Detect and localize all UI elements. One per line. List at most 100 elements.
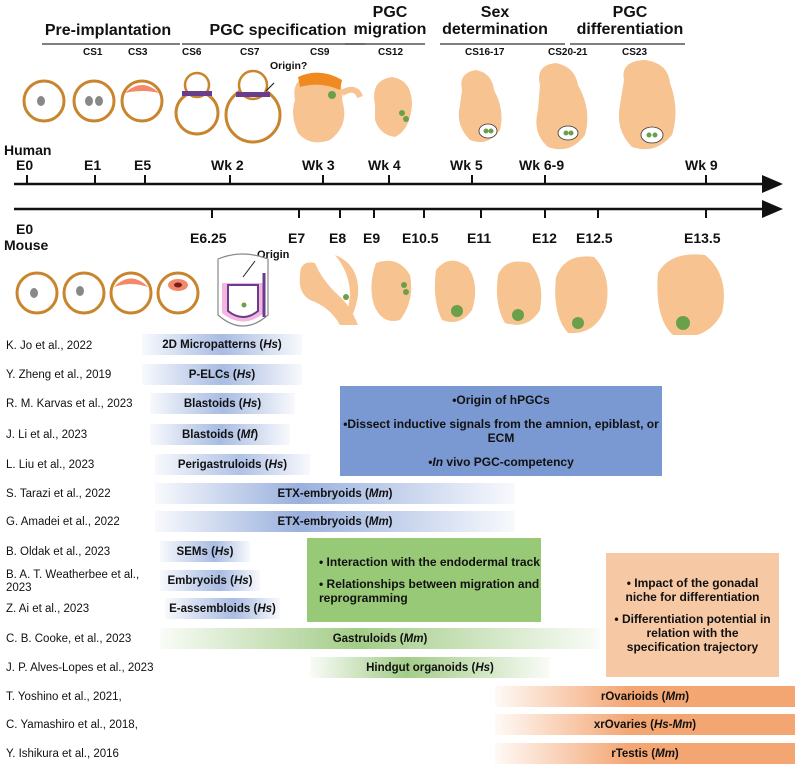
human-tick-label: E0	[16, 157, 34, 173]
model-species: Hs	[236, 368, 252, 381]
model-name: Blastoids	[181, 428, 234, 441]
citation: Z. Ai et al., 2023	[6, 603, 90, 615]
model-name: Blastoids	[183, 397, 236, 410]
human-tick-label: Wk 6-9	[519, 157, 565, 173]
mouse-e125-embryo-icon	[555, 256, 608, 334]
human-tick-label: Wk 3	[302, 157, 335, 173]
citation: L. Liu et al., 2023	[6, 459, 95, 471]
mouse-implantation-icon	[156, 271, 200, 315]
model-bar: Gastruloids (Mm)	[160, 628, 600, 649]
mouse-tick-label: E12.5	[576, 230, 613, 246]
mouse-e8-embryo-icon	[299, 262, 358, 325]
model-name: ETX-embryoids	[277, 487, 362, 500]
model-species: Mm	[368, 515, 389, 528]
mouse-tick-label: E11	[467, 230, 492, 246]
cs-label: CS6	[182, 47, 202, 58]
green-summary-box: • Interaction with the endodermal track …	[307, 538, 541, 622]
model-species: Hs	[214, 545, 230, 558]
model-bar: Blastoids (Hs)	[150, 393, 295, 414]
blue-item: •Dissect inductive signals from the amni…	[343, 417, 659, 445]
human-cs6-embryo-icon	[174, 90, 220, 136]
human-cs12-embryo-icon	[374, 77, 412, 137]
mouse-embryo-illustrations	[15, 253, 724, 335]
model-name: E-assembloids	[169, 602, 251, 615]
model-name: Gastruloids	[332, 632, 397, 645]
model-bar: ETX-embryoids (Mm)	[155, 511, 515, 532]
mouse-tick-label: E7	[288, 230, 306, 246]
model-species: Mm	[655, 747, 675, 760]
model-bar: Embryoids (Hs)	[160, 570, 260, 591]
citation: T. Yoshino et al., 2021,	[6, 691, 122, 703]
cs-label: CS9	[310, 47, 330, 58]
citation: C. Yamashiro et al., 2018,	[6, 719, 138, 731]
mouse-e9-embryo-icon	[371, 260, 412, 321]
model-species: Mm	[403, 632, 424, 645]
mouse-timeline-axis	[14, 200, 783, 218]
model-name: Embryoids	[167, 574, 227, 587]
cs-label: CS16-17	[465, 47, 505, 58]
orange-item: • Differentiation potential in relation …	[614, 612, 771, 654]
human-tick-label: Wk 5	[450, 157, 483, 173]
human-cleavage-icon	[72, 79, 116, 123]
model-bar: rTestis (Mm)	[495, 743, 795, 764]
model-name: Perigastruloids	[177, 458, 262, 471]
green-item: • Relationships between migration and re…	[319, 577, 540, 605]
citation: Y. Ishikura et al., 2016	[6, 748, 119, 760]
model-species: Hs	[263, 338, 278, 351]
human-species-label: Human	[4, 142, 52, 158]
human-tick-label: Wk 2	[211, 157, 244, 173]
cs-label: CS20-21	[548, 47, 588, 58]
citation: Y. Zheng et al., 2019	[6, 369, 112, 381]
model-name: ETX-embryoids	[277, 515, 362, 528]
model-bar: E-assembloids (Hs)	[165, 598, 280, 619]
cs-label: CS23	[622, 47, 648, 58]
mouse-tick-label: E6.25	[190, 230, 227, 246]
model-bar: 2D Micropatterns (Hs)	[142, 334, 302, 355]
cs-label: CS3	[128, 47, 148, 58]
stage-sex-determination: Sex determination	[442, 4, 548, 38]
model-name: Hindgut organoids	[366, 661, 469, 674]
stage-pgc-migration: PGC migration	[353, 4, 427, 38]
citation: B. Oldak et al., 2023	[6, 546, 111, 558]
mouse-tick-label: E9	[363, 230, 381, 246]
green-item: • Interaction with the endodermal track	[319, 555, 540, 569]
human-cs23-embryo-icon	[618, 60, 676, 150]
human-tick-label: E1	[84, 157, 102, 173]
model-bar: Hindgut organoids (Hs)	[310, 657, 550, 678]
citation: K. Jo et al., 2022	[6, 340, 93, 352]
cs-label: CS12	[378, 47, 404, 58]
citation: J. P. Alves-Lopes et al., 2023	[6, 662, 154, 674]
citation: S. Tarazi et al., 2022	[6, 488, 111, 500]
stage-pgc-differentiation: PGC differentiation	[576, 4, 684, 38]
mouse-cleavage-icon	[62, 271, 106, 315]
citation: J. Li et al., 2023	[6, 429, 88, 441]
model-species: Mf	[240, 428, 255, 441]
blue-summary-box: •Origin of hPGCs •Dissect inductive sign…	[340, 386, 662, 476]
model-name: rTestis	[611, 747, 649, 760]
model-species: Mm	[665, 690, 686, 703]
stage-preimplantation: Pre-implantation	[44, 22, 172, 39]
mouse-tick-label: E10.5	[402, 230, 439, 246]
mouse-tick-label: E13.5	[684, 230, 721, 246]
human-tick-label: E5	[134, 157, 152, 173]
model-bar: xrOvaries (Hs-Mm)	[495, 714, 795, 735]
blue-item: •Origin of hPGCs	[452, 393, 550, 407]
human-cs9-embryo-icon	[293, 73, 345, 143]
model-name: 2D Micropatterns	[162, 338, 257, 351]
orange-summary-box: • Impact of the gonadal niche for differ…	[606, 553, 779, 677]
model-name: xrOvaries	[593, 718, 647, 731]
model-species: Hs	[475, 661, 491, 674]
blue-item: •In vivo PGC-competency	[428, 455, 574, 469]
human-timeline-axis	[14, 175, 783, 193]
model-species: Hs	[257, 602, 273, 615]
mouse-tick-label: E8	[329, 230, 347, 246]
mouse-tick-label: E12	[532, 230, 557, 246]
citation: C. B. Cooke, et al., 2023	[6, 633, 132, 645]
model-name: P-ELCs	[188, 368, 230, 381]
mouse-e12-embryo-icon	[496, 261, 542, 325]
model-name: rOvarioids	[600, 690, 659, 703]
mouse-tick-label: E0	[16, 221, 34, 237]
human-embryo-illustrations	[22, 60, 676, 150]
model-bar: ETX-embryoids (Mm)	[155, 483, 515, 504]
mouse-species-label: Mouse	[4, 237, 49, 253]
